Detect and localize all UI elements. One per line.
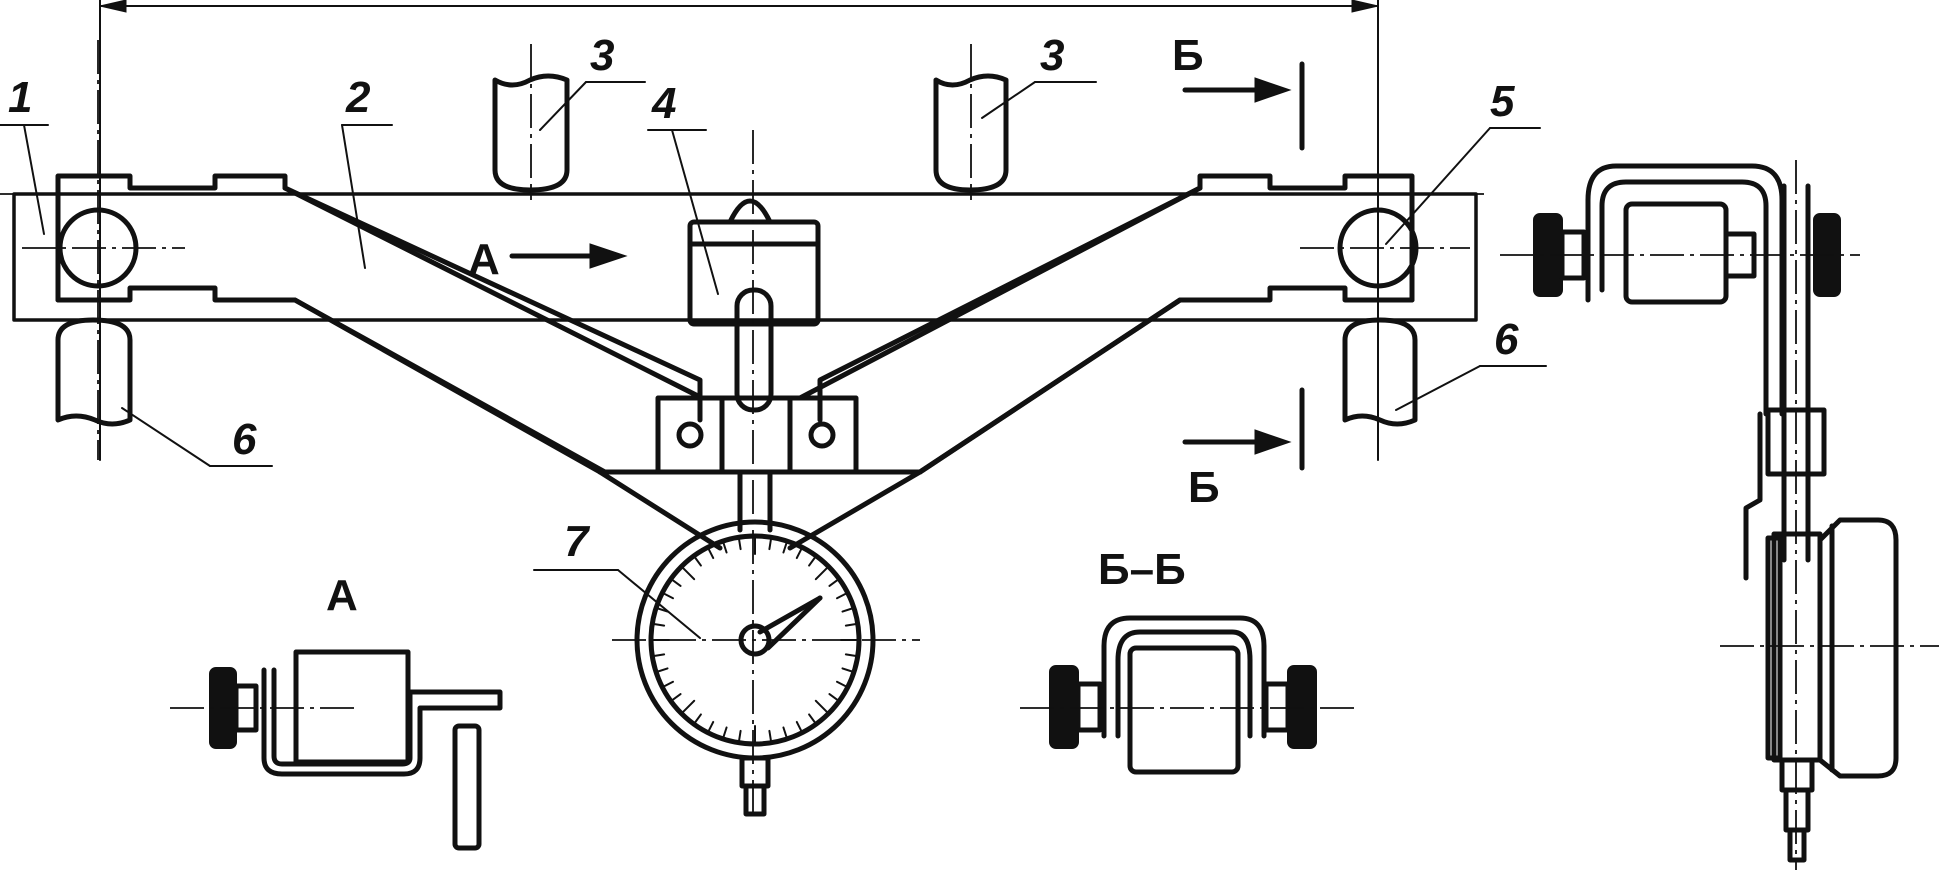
right-pivot [1300,207,1470,289]
view-a-detail: A [170,571,503,851]
dial-tick [655,667,669,674]
dial-tick [706,720,715,734]
callout-6b: 6 [1494,315,1519,364]
dial-tick [814,699,830,715]
base-bar [0,192,1490,322]
dial-tick [692,554,702,567]
section-bb-title: Б–Б [1098,545,1186,594]
dial-tick [844,622,859,627]
dial-tick [721,726,728,740]
dial-tick [651,653,666,658]
dial-tick [835,591,849,600]
callout-2: 2 [345,73,371,122]
dial-tick [737,536,742,551]
dial-tick [814,565,830,581]
section-b-bottom-label: Б [1188,463,1220,512]
section-marker-bottom: Б [1182,387,1305,512]
callout-1: 1 [8,73,32,122]
callouts: 1 2 3 3 4 5 6 6 7 [0,31,1547,639]
dial-ticks [650,535,860,745]
dial-tick [795,546,804,560]
dial-tick [661,680,675,689]
dial-tick [737,729,742,744]
dial-tick [795,720,804,734]
arrow-a: A [468,235,628,284]
dial-tick [782,726,789,740]
dial-tick [828,577,841,587]
dial-tick [768,536,773,551]
dial-tick [706,546,715,560]
upper-support-right [933,44,1009,200]
feeler-block [687,130,821,820]
dial-tick [808,713,818,726]
left-pivot [22,40,185,460]
dial-tick [661,591,675,600]
callout-7: 7 [564,517,591,566]
dial-tick [835,680,849,689]
lower-support-right [1342,317,1418,427]
upper-support-left [492,44,570,200]
dial-tick [651,622,666,627]
view-a-title: A [326,571,358,620]
dial-tick [828,693,841,703]
dial-tick [721,540,728,554]
dial-tick [841,667,855,674]
callout-3a: 3 [590,31,614,80]
dial-tick [655,606,669,613]
dial-tick [680,565,696,581]
section-bb-detail: Б–Б [1020,545,1360,775]
dial-tick [844,653,859,658]
callout-5: 5 [1490,77,1515,126]
dial-tick [841,606,855,613]
arrow-a-label: A [468,235,500,284]
dial-tick [768,729,773,744]
dial-tick [782,540,789,554]
callout-4: 4 [651,79,676,128]
dial-tick [669,693,682,703]
dial-indicator [612,519,920,817]
side-view [1500,160,1939,870]
dial-tick [669,577,682,587]
dial-tick [808,554,818,567]
section-marker-top: Б [1172,31,1305,151]
lower-support-left [55,317,133,427]
clamp-block [655,395,859,533]
callout-6a: 6 [232,415,257,464]
dimension-line [99,0,1379,461]
dial-tick [692,713,702,726]
section-b-top-label: Б [1172,31,1204,80]
dial-tick [680,699,696,715]
callout-3b: 3 [1040,31,1064,80]
